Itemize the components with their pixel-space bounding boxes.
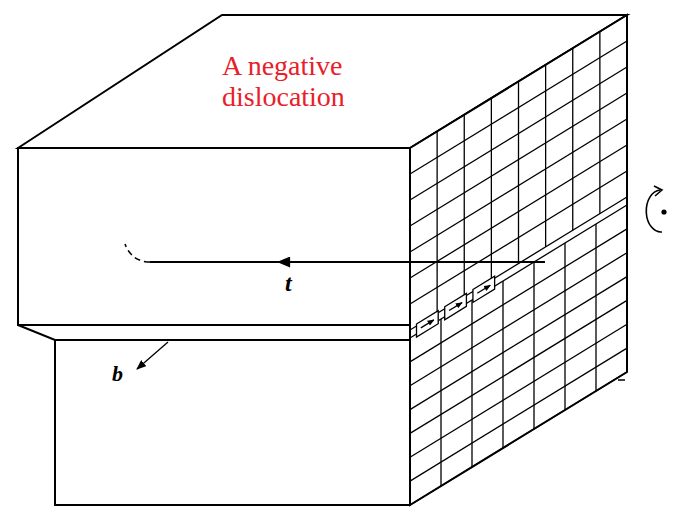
- lattice-line: [410, 171, 627, 304]
- lattice-line: [545, 65, 546, 247]
- lattice-line: [409, 338, 410, 505]
- lattice-line: [410, 41, 627, 174]
- burgers-vector-arrow: [137, 342, 168, 369]
- lattice-line: [410, 67, 627, 200]
- lattice-line: [410, 348, 627, 481]
- lattice-line: [410, 253, 627, 386]
- crystal-block: [18, 15, 627, 505]
- lattice-line: [440, 319, 441, 486]
- circuit-step: [417, 311, 439, 337]
- circuit-step: [473, 276, 495, 302]
- lattice-line: [410, 145, 627, 278]
- circuit-arrow: [421, 320, 434, 328]
- lattice-line: [572, 48, 573, 230]
- lattice-line: [410, 93, 627, 226]
- lattice-line: [518, 82, 519, 264]
- lattice-line: [471, 300, 472, 467]
- line-vector-label: t: [283, 270, 294, 296]
- line-direction-arrow: [278, 261, 330, 263]
- lattice-line: [436, 131, 437, 313]
- lattice-line: [410, 277, 627, 410]
- circuit-sense-symbol: [646, 186, 666, 232]
- dislocation-line: [150, 261, 545, 263]
- lattice-line: [410, 229, 627, 362]
- lattice-line: [410, 15, 627, 148]
- lattice-line: [626, 15, 627, 197]
- lattice-line: [409, 148, 410, 330]
- lattice-line: [564, 243, 565, 410]
- lattice-line: [533, 262, 534, 429]
- lattice-line: [626, 205, 627, 372]
- circuit-step: [445, 293, 467, 319]
- lattice-line: [410, 324, 627, 457]
- circuit-arrow: [449, 303, 462, 311]
- lattice-line: [410, 119, 627, 252]
- lattice-line: [410, 300, 627, 433]
- lattice-line: [491, 98, 492, 280]
- lattice-line: [599, 32, 600, 214]
- lattice-line: [410, 205, 627, 338]
- lattice-grid: [410, 15, 627, 505]
- circuit-arrow: [477, 285, 490, 293]
- burgers-vector-label: b: [110, 362, 125, 386]
- lattice-line: [410, 372, 627, 505]
- lattice-line: [410, 197, 627, 330]
- dislocation-title: A negative dislocation: [220, 50, 414, 113]
- lattice-line: [595, 224, 596, 391]
- lattice-line: [464, 115, 465, 297]
- dislocation-line-hidden: [125, 244, 150, 262]
- lattice-line: [502, 281, 503, 448]
- burgers-circuit: [417, 276, 495, 337]
